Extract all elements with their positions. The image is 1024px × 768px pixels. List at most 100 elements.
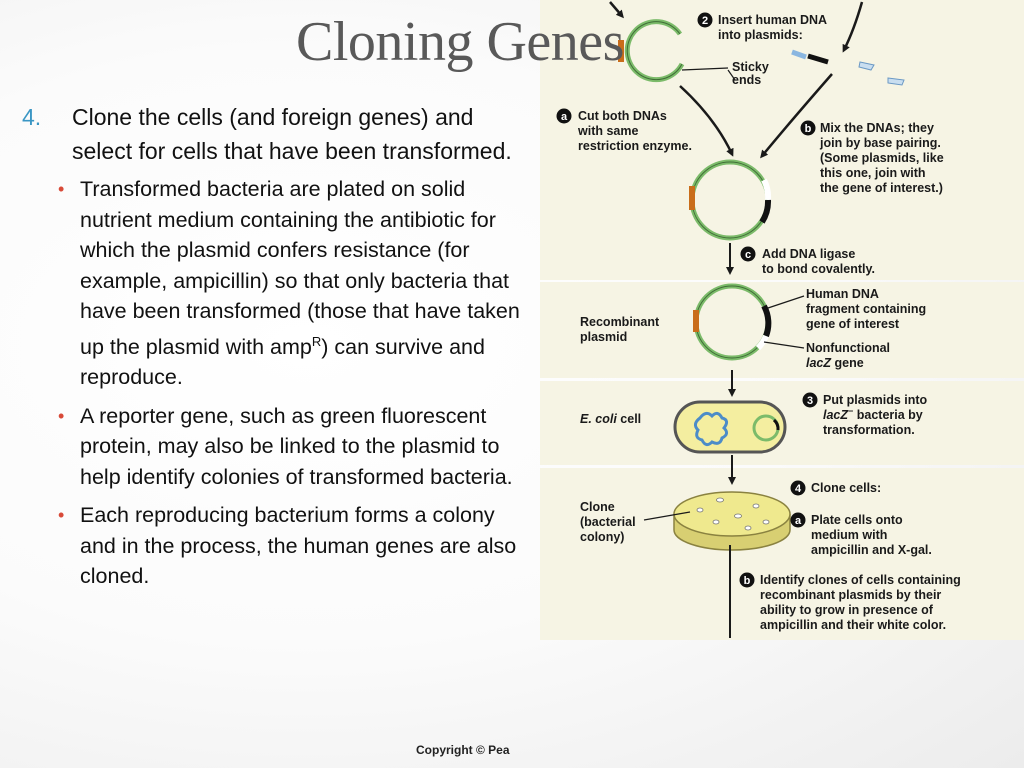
antibiotic-gene-marker: [693, 310, 699, 332]
sticky-ends-leader: [681, 67, 729, 71]
gene-cloning-figure: 2 Insert human DNA into plasmids: Sticky…: [540, 0, 1024, 640]
bullet-item: • Each reproducing bacterium forms a col…: [58, 500, 532, 592]
bullet-list: • Transformed bacteria are plated on sol…: [22, 174, 532, 592]
human-dna-fragment-end: [791, 49, 807, 60]
superscript-r: R: [311, 333, 322, 349]
human-dna-insert: [759, 199, 772, 224]
step-3-label-line: lacZ− bacteria by: [823, 406, 923, 422]
ecoli-italic: E. coli: [580, 412, 617, 426]
bullet-dot: •: [58, 505, 65, 526]
lacz-gene-word: gene: [831, 356, 864, 370]
step-4b-number: b: [744, 575, 751, 587]
human-dna-label-line: fragment containing: [806, 302, 926, 316]
recombinant-plasmid-label: Recombinant: [580, 315, 660, 329]
bullet-dot: •: [58, 179, 65, 199]
bacterial-chromosome: [693, 411, 729, 447]
point-text: Clone the cells (and foreign genes) and …: [72, 104, 512, 164]
lacz-leader: [763, 341, 805, 349]
step-2-number: 2: [702, 15, 708, 27]
step-b-label-line: this one, join with: [820, 166, 926, 180]
bacterial-colony: [762, 519, 770, 525]
bullet-item: • A reporter gene, such as green fluores…: [58, 401, 532, 493]
step-a-label-line: with same: [577, 124, 638, 138]
step-b-label-line: join by base pairing.: [819, 136, 941, 150]
bacterial-colony: [696, 507, 704, 513]
step-2-label-line: into plasmids:: [718, 28, 803, 42]
panel-recombinant: [540, 282, 1024, 378]
step-3-number: 3: [807, 395, 813, 407]
lacz-label-line: Nonfunctional: [806, 341, 890, 355]
step-a-label-line: Cut both DNAs: [578, 109, 667, 123]
step-3-bacteria-by: bacteria by: [853, 408, 923, 422]
numbered-point: 4. Clone the cells (and foreign genes) a…: [22, 100, 532, 168]
clone-leader: [643, 511, 691, 521]
ecoli-cell-word: cell: [617, 412, 641, 426]
human-dna-leader: [767, 295, 805, 309]
step-c-number: c: [745, 249, 751, 261]
petri-dish: [673, 491, 791, 537]
human-dna-insert: [761, 304, 772, 338]
bacterial-colony: [712, 519, 720, 525]
step-a-label-line: restriction enzyme.: [578, 139, 692, 153]
bacterial-colony: [744, 525, 752, 531]
human-dna-label-line: gene of interest: [806, 317, 900, 331]
step-4b-label-line: Identify clones of cells containing: [760, 573, 961, 587]
clone-label-line: (bacterial: [580, 515, 636, 529]
point-number: 4.: [22, 104, 42, 130]
step-c-label-line: to bond covalently.: [762, 262, 875, 276]
bacterial-colony: [752, 503, 760, 509]
arrow-human-dna: [842, 1, 864, 53]
dna-fragment: [887, 77, 905, 86]
step-4a-label-line: ampicillin and X-gal.: [811, 543, 932, 557]
bullet-dot: •: [58, 405, 65, 426]
step-3-label-line: transformation.: [823, 423, 915, 437]
slide-content: 4. Clone the cells (and foreign genes) a…: [22, 100, 532, 600]
panel-clone: [540, 468, 1024, 640]
step-4-label: Clone cells:: [811, 481, 881, 495]
step-4b-label-line: ampicillin and their white color.: [760, 618, 946, 632]
antibiotic-gene-marker: [618, 40, 624, 62]
step-4a-number: a: [795, 515, 802, 527]
gene-cloning-diagram: 2 Insert human DNA into plasmids: Sticky…: [540, 0, 1024, 640]
step-4-number: 4: [795, 483, 802, 495]
step-c-label-line: Add DNA ligase: [762, 247, 855, 261]
step-b-badge: [800, 120, 816, 136]
step-4a-label-line: medium with: [811, 528, 887, 542]
ecoli-label: E. coli cell: [580, 412, 641, 426]
step-4b-label-line: recombinant plasmids by their: [760, 588, 941, 602]
step-4a-label-line: Plate cells onto: [811, 513, 903, 527]
step-c-badge: [740, 246, 756, 262]
lacz-label-line: lacZ gene: [806, 356, 864, 370]
lacz-gene-segment: [755, 334, 769, 351]
step-2-badge: [697, 12, 713, 28]
bacterial-colony: [734, 513, 742, 519]
step-3-lacz-italic: lacZ: [823, 408, 849, 422]
lacz-gap: [761, 178, 772, 201]
step-4b-badge: [739, 572, 755, 588]
step-4a-badge: [790, 512, 806, 528]
step-3-badge: [802, 392, 818, 408]
arrow-dna-mix: [760, 73, 833, 159]
copyright-notice: Copyright © Pea: [416, 743, 510, 757]
cut-plasmid-outline: [626, 21, 683, 81]
recombinant-plasmid-label: plasmid: [580, 330, 627, 344]
step-4-badge: [790, 480, 806, 496]
step-a-number: a: [561, 111, 568, 123]
bullet-text: Transformed bacteria are plated on solid…: [80, 174, 532, 393]
step-3-label-line: Put plasmids into: [823, 393, 928, 407]
bullet-text: A reporter gene, such as green fluoresce…: [80, 403, 513, 489]
arrow-plasmid-mix: [679, 85, 734, 157]
ecoli-cell: [673, 400, 787, 454]
human-dna-fragment: [807, 53, 829, 65]
step-b-label-line: Mix the DNAs; they: [820, 121, 934, 135]
lacz-italic: lacZ: [806, 356, 832, 370]
sticky-ends-leader: [727, 69, 736, 81]
bacterial-colony: [716, 497, 724, 503]
slide-title: Cloning Genes: [296, 11, 624, 73]
bullet-item: • Transformed bacteria are plated on sol…: [58, 174, 532, 393]
arrow-into-plasmid: [609, 1, 624, 19]
step-2-label-line: Insert human DNA: [718, 13, 827, 27]
bullet-text-main: Transformed bacteria are plated on solid…: [80, 177, 520, 359]
step-b-number: b: [805, 123, 812, 135]
bullet-text-end: ) can survive and reproduce.: [80, 334, 485, 390]
